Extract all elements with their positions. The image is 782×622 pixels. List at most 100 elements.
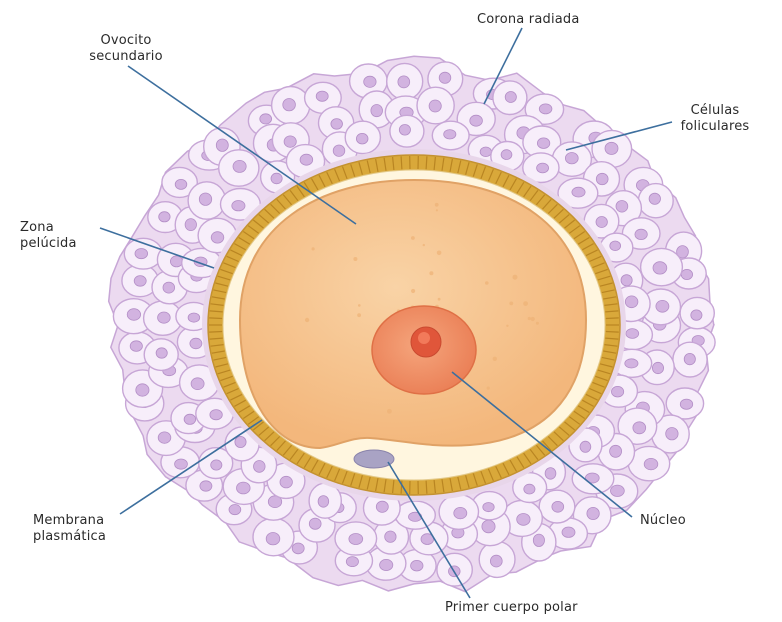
follicular-cell-nucleus [552, 501, 564, 512]
zona-stripe [606, 332, 619, 333]
cytoplasm-granule [436, 209, 438, 211]
label-first-polar-body: Primer cuerpo polar [445, 600, 578, 616]
follicular-cell-nucleus [625, 296, 638, 308]
follicular-cell-nucleus [292, 543, 304, 554]
follicular-cell-nucleus [158, 432, 171, 443]
follicular-cell-nucleus [545, 468, 556, 480]
follicular-cell-nucleus [480, 147, 491, 157]
follicular-cell-nucleus [681, 269, 692, 279]
follicular-cell-nucleus [633, 422, 646, 434]
follicular-cell-nucleus [616, 201, 628, 213]
follicular-cell-nucleus [517, 514, 530, 526]
follicular-cell-nucleus [163, 282, 175, 293]
cytoplasm-granule [485, 281, 489, 285]
cytoplasm-granule [528, 317, 531, 320]
follicular-cell-nucleus [349, 534, 363, 545]
follicular-cell-nucleus [656, 300, 669, 312]
zona-stripe [426, 156, 427, 169]
label-follicular-cells: Células foliculares [660, 103, 770, 135]
follicular-cell-nucleus [611, 485, 625, 496]
follicular-cell-nucleus [596, 173, 608, 184]
follicular-cell-nucleus [356, 133, 368, 144]
cytoplasm-granule [387, 409, 392, 414]
follicular-cell-nucleus [200, 481, 212, 491]
follicular-cell-nucleus [175, 459, 188, 469]
cytoplasm-granule [509, 302, 513, 306]
follicular-cell-nucleus [684, 353, 695, 364]
follicular-cell-nucleus [135, 249, 148, 259]
label-nucleus: Núcleo [640, 513, 686, 529]
follicular-cell-nucleus [587, 507, 599, 519]
cytoplasm-granule [487, 387, 490, 390]
follicular-cell-nucleus [483, 503, 494, 512]
follicular-cell-nucleus [444, 130, 456, 139]
follicular-cell-nucleus [185, 219, 196, 231]
follicular-cell-nucleus [439, 72, 451, 83]
follicular-cell-nucleus [175, 179, 187, 189]
follicular-cell-nucleus [605, 142, 618, 154]
cytoplasm-granule [353, 257, 357, 261]
cytoplasm-granule [312, 247, 315, 250]
follicular-cell-nucleus [680, 399, 692, 409]
follicular-cell-nucleus [233, 160, 246, 172]
zona-stripe [426, 481, 427, 494]
follicular-cell-nucleus [596, 217, 607, 228]
follicular-cell-nucleus [565, 153, 578, 164]
follicular-cell-nucleus [216, 139, 228, 151]
follicular-cell-nucleus [318, 496, 329, 508]
follicular-cell-nucleus [211, 232, 224, 243]
cytoplasm-granule [437, 251, 442, 256]
follicular-cell-nucleus [184, 414, 196, 424]
follicular-cell-nucleus [612, 386, 624, 397]
follicular-cell-nucleus [539, 104, 552, 114]
follicular-cell-nucleus [653, 262, 667, 274]
follicular-cell-nucleus [482, 520, 495, 533]
follicular-cell-nucleus [371, 105, 383, 117]
follicular-cell-nucleus [533, 534, 544, 546]
nucleolus-core [418, 332, 430, 344]
cytoplasm-granule [523, 301, 528, 306]
label-secondary-oocyte: Ovocito secundario [74, 33, 178, 65]
follicular-cell-nucleus [210, 410, 222, 420]
follicular-cell-nucleus [331, 119, 343, 130]
follicular-cell-nucleus [580, 441, 591, 452]
follicular-cell-nucleus [260, 114, 272, 124]
follicular-cell-nucleus [501, 150, 512, 160]
follicular-cell-nucleus [253, 461, 265, 473]
follicular-cell-nucleus [316, 91, 328, 101]
follicular-cell-nucleus [649, 193, 660, 204]
follicular-cell-nucleus [625, 359, 638, 368]
cytoplasm-granule [536, 322, 539, 325]
follicular-cell-nucleus [346, 557, 358, 567]
cytoplasm-granule [358, 304, 361, 307]
follicular-cell-nucleus [610, 445, 622, 457]
follicular-cell-nucleus [470, 115, 483, 126]
cytoplasm-granule [305, 318, 309, 322]
cytoplasm-granule [506, 325, 508, 327]
cytoplasm-granule [411, 236, 415, 240]
follicular-cell-nucleus [127, 309, 140, 321]
follicular-cell-nucleus [134, 276, 146, 287]
follicular-cell-nucleus [158, 312, 171, 323]
label-plasma-membrane: Membrana plasmática [33, 513, 106, 545]
follicular-cell-nucleus [271, 173, 282, 184]
cytoplasm-granule [357, 313, 361, 317]
cytoplasm-granule [531, 317, 535, 321]
follicular-cell-nucleus [666, 428, 678, 440]
follicular-cell-nucleus [159, 212, 170, 222]
follicular-cell-nucleus [280, 476, 292, 488]
follicular-cell-nucleus [266, 533, 280, 545]
follicular-cell-nucleus [635, 229, 647, 239]
follicular-cell-nucleus [610, 241, 621, 251]
follicular-cell-nucleus [130, 341, 142, 352]
follicular-cell-nucleus [229, 505, 241, 515]
follicular-cell-nucleus [644, 458, 658, 469]
follicular-cell-nucleus [232, 201, 245, 211]
cytoplasm-granule [435, 203, 439, 207]
zona-stripe [209, 332, 222, 333]
follicular-cell-nucleus [399, 125, 410, 136]
cytoplasm-granule [429, 271, 433, 275]
zona-stripe [209, 318, 222, 319]
cytoplasm-granule [411, 289, 415, 293]
